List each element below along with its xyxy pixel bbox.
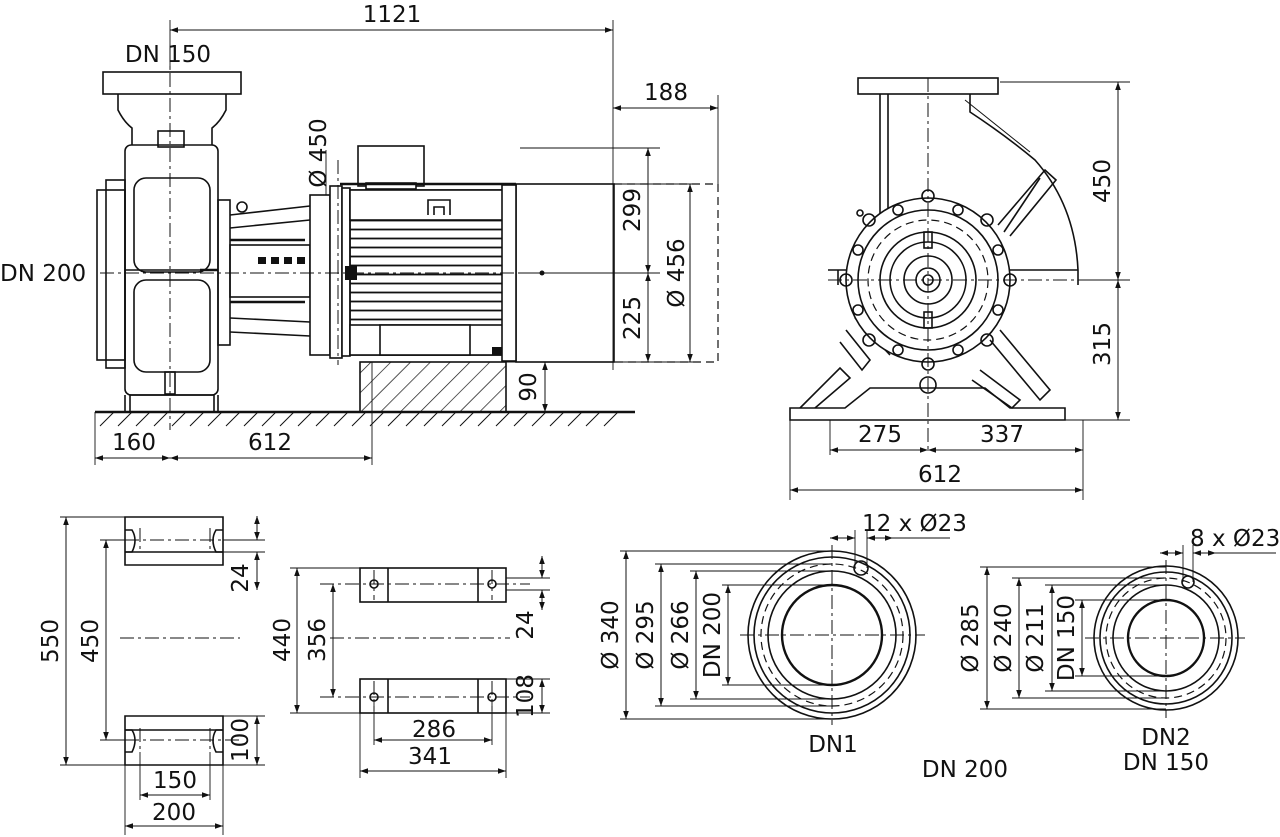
label-dn1-size: DN 200 [922,757,1008,783]
dim-overall-length [169,20,614,370]
label-pump-foot-depth: 24 [228,563,254,592]
label-height-below-axis: 315 [1090,322,1116,366]
label-pump-overall-width: 200 [152,800,196,826]
label-dn2-bolt-holes: 8 x Ø23 [1190,526,1280,552]
label-motor-upper-height: 299 [620,188,646,232]
label-pump-foot-width: 100 [228,718,254,762]
label-dn1-outer-dia: Ø 340 [598,600,624,669]
label-motor-overall-width: 341 [408,744,452,770]
label-flange-side: DN 200 [0,261,86,287]
front-base [789,387,1066,421]
motor-foot-plan: 440 356 24 108 286 341 [270,556,550,778]
dim-front-widths [789,420,1084,500]
label-dn1-raised-face: Ø 266 [668,600,694,669]
label-dn2-outer-dia: Ø 285 [958,603,984,672]
label-motor-hole-spacing: 356 [305,618,331,662]
label-pump-hole-pitch: 150 [153,768,197,794]
label-right-width: 337 [980,422,1024,448]
label-dn2: DN2 [1141,725,1191,751]
terminal-box [357,145,425,187]
label-motor-overhang: 188 [644,80,688,106]
ground-line [95,410,635,427]
label-foot-to-motor: 612 [248,430,292,456]
front-view: 450 315 275 337 612 [789,77,1130,500]
label-dn1-bolt-holes: 12 x Ø23 [862,511,967,537]
label-dn1-bore: DN 200 [700,592,726,678]
label-pump-hole-spacing: 450 [78,619,104,663]
flange-dn1: 12 x Ø23 Ø 340 Ø 295 Ø 266 DN 200 DN1 DN… [598,511,1008,783]
label-left-width: 275 [858,422,902,448]
dim-base-height [506,361,555,412]
coupling-lantern [217,199,330,346]
dim-bottom-side [94,362,373,465]
side-view: 1121 DN 150 DN 200 188 Ø 450 299 225 Ø 4… [0,2,719,465]
label-motor-hole-pitch: 286 [412,717,456,743]
pump-discharge-flange [102,71,242,148]
label-motor-dia: Ø 456 [664,238,690,307]
label-dn1: DN1 [808,732,858,758]
motor-flange [309,185,351,359]
flange-dn2: 8 x Ø23 Ø 285 Ø 240 Ø 211 DN 150 DN2 DN … [958,526,1280,776]
pump-casing [96,144,219,413]
label-dn2-raised-face: Ø 211 [1023,603,1049,672]
label-dn1-bolt-circle: Ø 295 [633,600,659,669]
motor-base-block [359,361,507,413]
dim-front-heights [1000,81,1130,421]
label-pump-total-length: 550 [38,619,64,663]
label-flange-top: DN 150 [125,42,211,68]
label-motor-outer-length: 440 [270,618,296,662]
label-dn2-bore: DN 150 [1054,595,1080,681]
label-total-width: 612 [918,462,962,488]
label-motor-lower-height: 225 [620,296,646,340]
label-foot-offset: 160 [112,430,156,456]
volute-outline [969,94,1079,285]
label-height-above-axis: 450 [1090,159,1116,203]
label-motor-foot-width: 108 [513,674,539,718]
label-dn2-size: DN 150 [1123,750,1209,776]
label-overall-length: 1121 [363,2,422,28]
dim-motor-overhang [613,95,719,185]
label-motor-foot-depth: 24 [513,610,539,639]
pump-foot-plan: 550 450 24 100 150 200 [38,516,265,835]
label-base-height: 90 [516,372,542,401]
label-dn2-bolt-circle: Ø 240 [991,603,1017,672]
label-terminal-box-dia: Ø 450 [306,118,332,187]
